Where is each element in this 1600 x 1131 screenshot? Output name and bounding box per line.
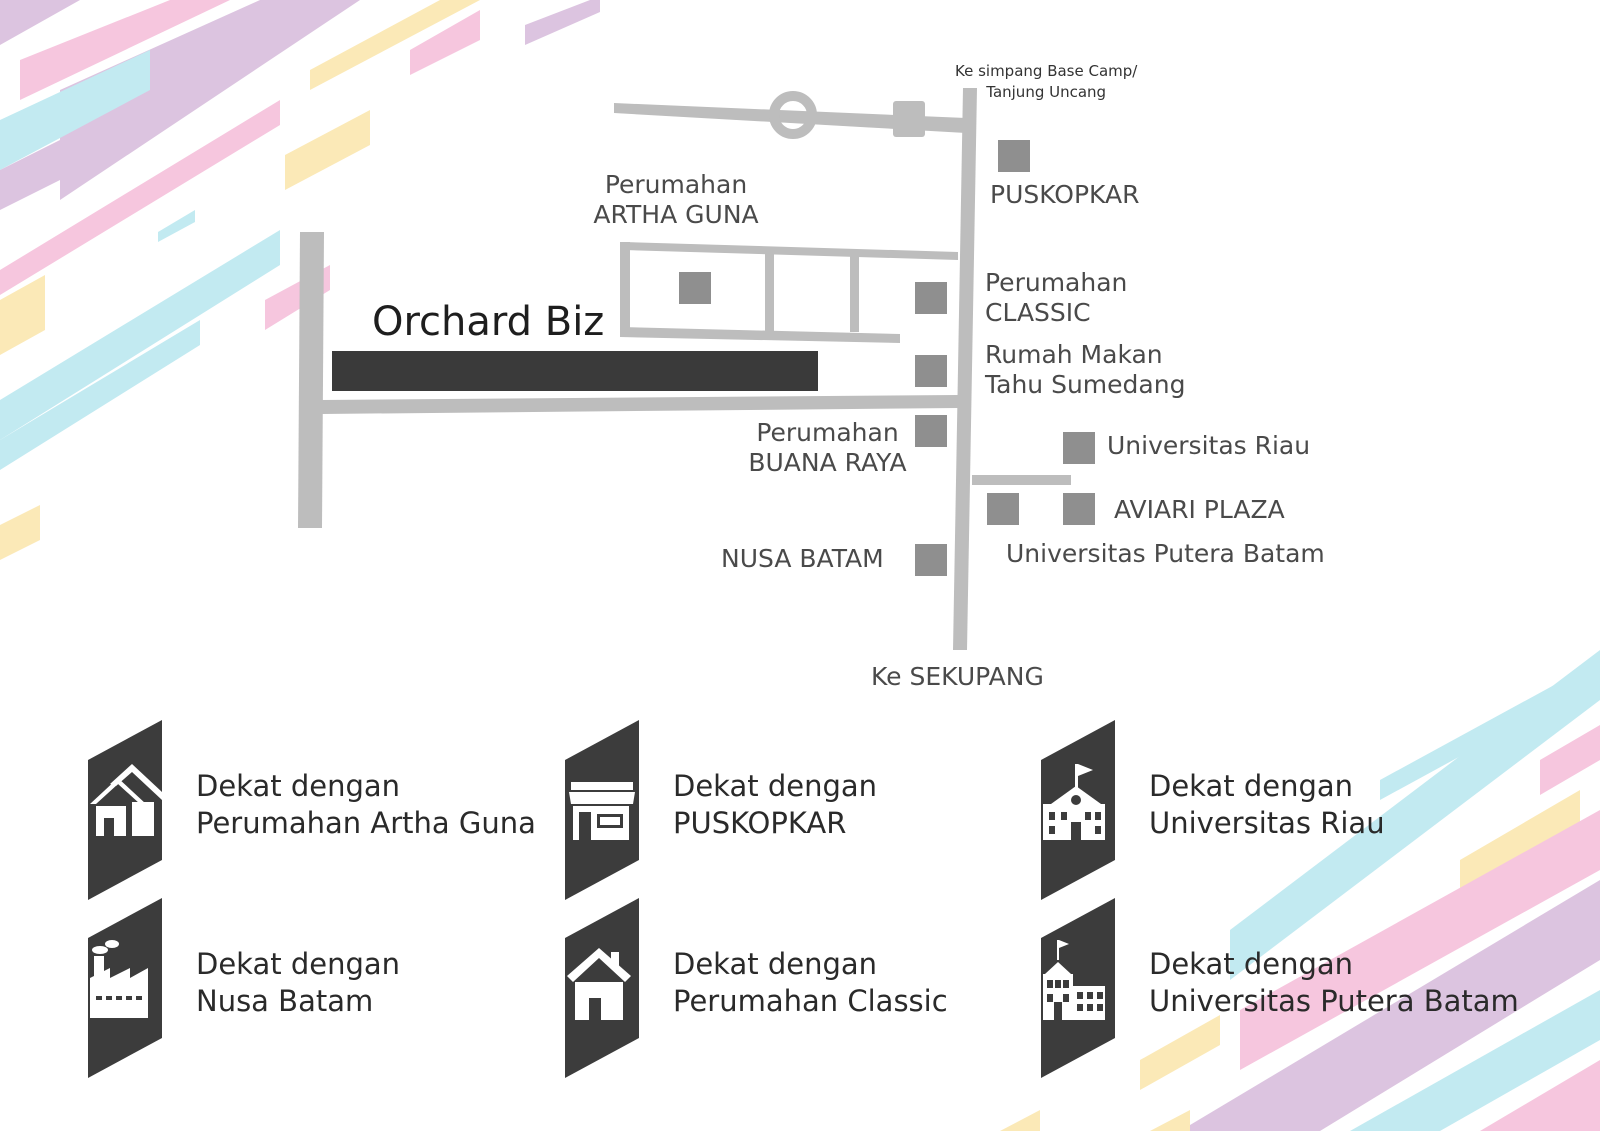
artha-guna-divider-2 (850, 252, 859, 332)
building-rumah-makan (915, 355, 947, 387)
west-vertical-road (298, 232, 324, 528)
houses-icon (88, 720, 162, 900)
shop-icon (565, 720, 639, 900)
feature-nusa-batam: Dekat dengan Nusa Batam (88, 898, 548, 1078)
building-markers (679, 140, 1095, 576)
building-classic (915, 282, 947, 314)
school-icon (1041, 720, 1115, 900)
label-sekupang: Ke SEKUPANG (871, 662, 1044, 691)
factory-icon (88, 898, 162, 1078)
artha-guna-left-road (620, 242, 630, 337)
building-aviari-plaza (1063, 493, 1095, 525)
building-nusa-batam (915, 544, 947, 576)
label-nusa-batam: NUSA BATAM (721, 544, 884, 573)
label-base-camp: Ke simpang Base Camp/ Tanjung Uncang (955, 62, 1138, 101)
building-universitas-putera (987, 493, 1019, 525)
feature-text: Dekat dengan Universitas Putera Batam (1149, 947, 1519, 1018)
artha-guna-bottom-road (620, 327, 900, 343)
label-artha-guna: Perumahan ARTHA GUNA (593, 170, 759, 229)
main-road (953, 88, 977, 650)
roads (298, 88, 1071, 650)
building-buana-raya (915, 415, 947, 447)
feature-puskopkar: Dekat dengan PUSKOPKAR (565, 720, 1025, 900)
orchard-road (322, 395, 958, 414)
top-road (614, 103, 966, 133)
label-universitas-putera: Universitas Putera Batam (1006, 539, 1325, 568)
building-universitas-riau (1063, 432, 1095, 464)
label-buana-raya: Perumahan BUANA RAYA (748, 418, 907, 477)
label-universitas-riau: Universitas Riau (1107, 431, 1311, 460)
map-title-orchard-biz: Orchard Biz (372, 299, 605, 345)
feature-universitas-putera: Dekat dengan Universitas Putera Batam (1041, 898, 1519, 1078)
roundabout-marker (893, 101, 925, 137)
feature-artha-guna: Dekat dengan Perumahan Artha Guna (88, 720, 548, 900)
feature-text: Dekat dengan Perumahan Classic (673, 947, 948, 1018)
map-drawing (298, 88, 1095, 650)
orchard-biz-block (332, 351, 818, 391)
artha-guna-divider-1 (765, 250, 774, 332)
label-rumah-makan: Rumah Makan Tahu Sumedang (985, 340, 1186, 399)
feature-text: Dekat dengan Universitas Riau (1149, 769, 1385, 840)
label-puskopkar: PUSKOPKAR (990, 180, 1140, 209)
feature-text: Dekat dengan PUSKOPKAR (673, 769, 878, 840)
roundabout (769, 91, 817, 139)
feature-text: Dekat dengan Perumahan Artha Guna (196, 769, 536, 840)
house-icon (565, 898, 639, 1078)
university-icon (1041, 898, 1115, 1078)
building-puskopkar (998, 140, 1030, 172)
label-aviari-plaza: AVIARI PLAZA (1114, 495, 1285, 524)
feature-classic: Dekat dengan Perumahan Classic (565, 898, 1025, 1078)
stripes-top-left (0, 0, 600, 560)
stripes-bottom-right (1000, 650, 1600, 1131)
feature-text: Dekat dengan Nusa Batam (196, 947, 401, 1018)
feature-universitas-riau: Dekat dengan Universitas Riau (1041, 720, 1501, 900)
artha-guna-top-road (624, 242, 958, 260)
aviari-side-road (972, 475, 1071, 485)
label-classic: Perumahan CLASSIC (985, 268, 1128, 327)
building-artha-guna (679, 272, 711, 304)
